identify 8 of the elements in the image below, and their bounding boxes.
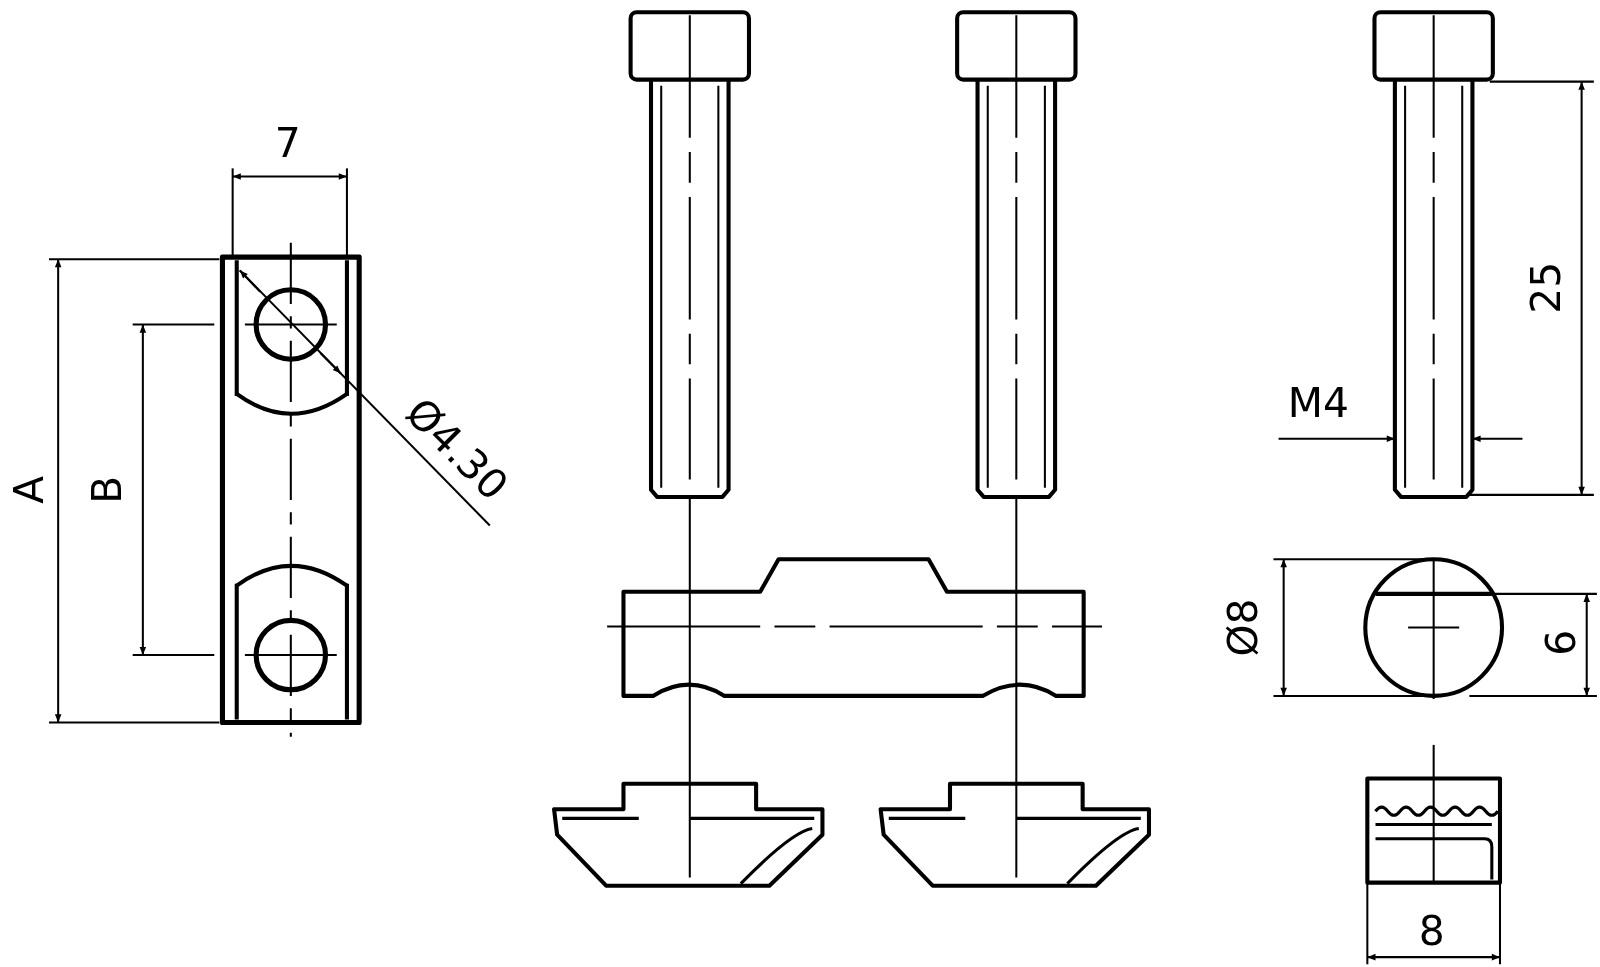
dimension-label: 25 <box>1525 261 1567 314</box>
dimension-label: 8 <box>1418 910 1445 951</box>
dimension-label: 7 <box>274 122 301 164</box>
dimension-label: M4 <box>1287 382 1349 424</box>
dimension-label: 6 <box>1540 629 1582 656</box>
dimension-label: Ø8 <box>1222 598 1264 657</box>
dimension-label: B <box>86 475 128 504</box>
dimension-label: A <box>8 475 49 504</box>
